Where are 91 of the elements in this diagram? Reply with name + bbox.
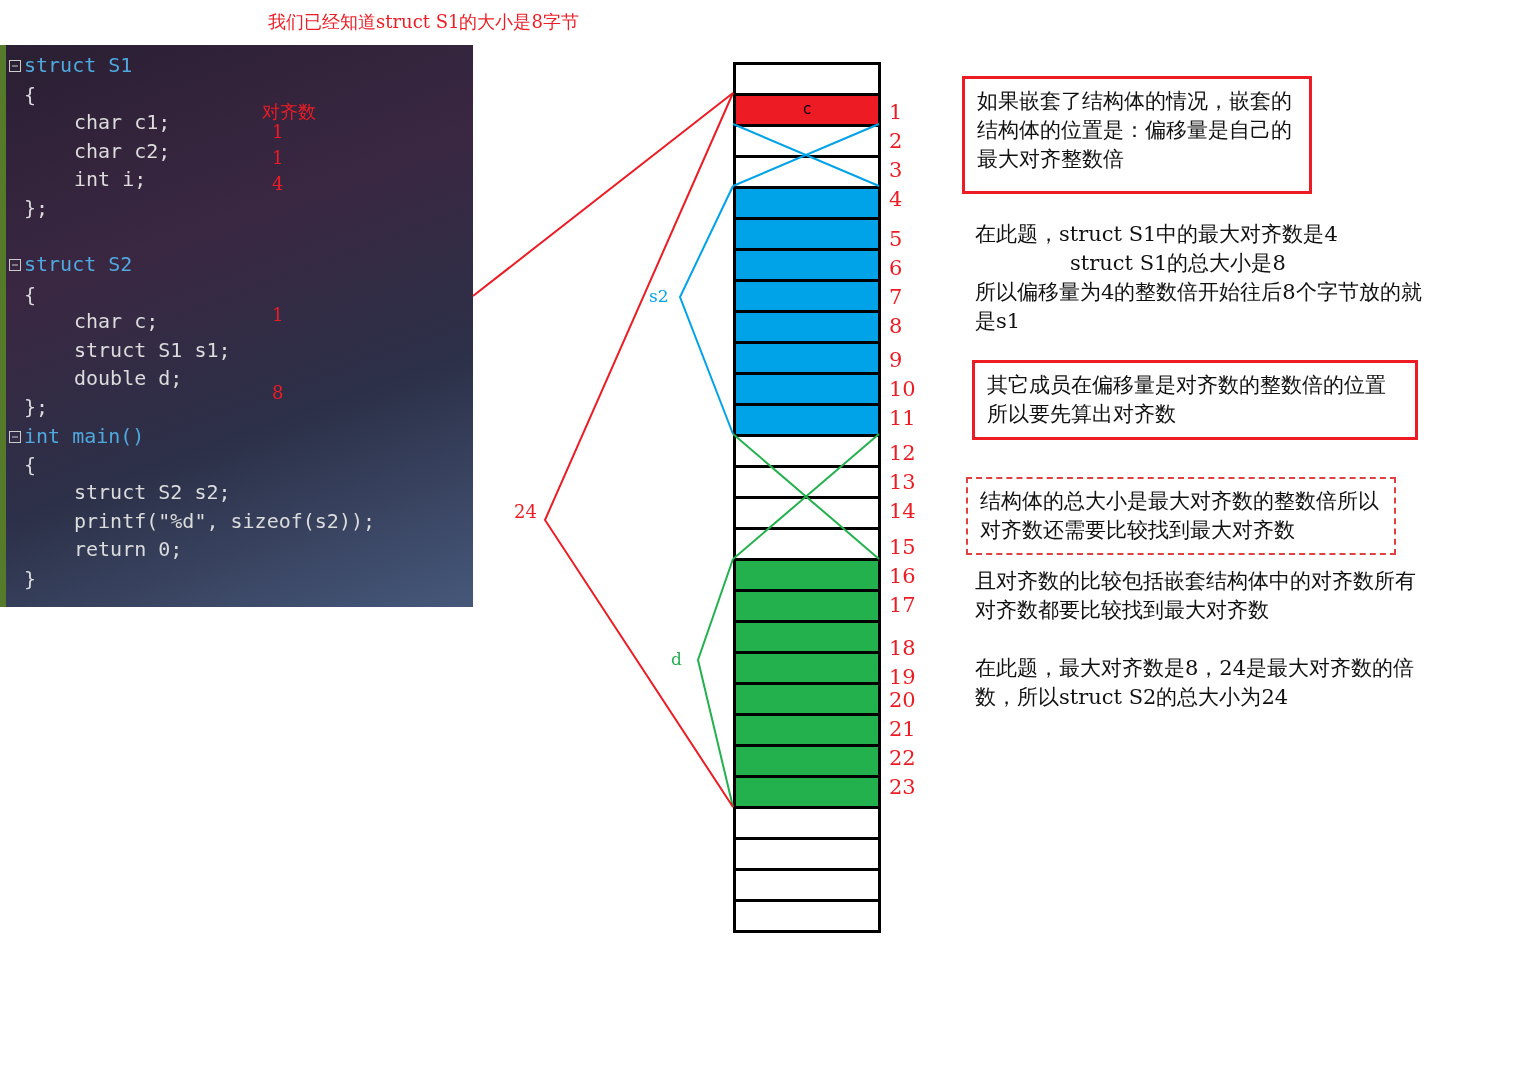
offset-number: 21 [889,717,916,741]
offset-number: 20 [889,688,916,712]
offset-number: 18 [889,636,916,660]
memory-cell [733,589,881,623]
memory-cell [733,527,881,561]
note-box [972,360,1418,440]
offset-number: 5 [889,227,903,251]
memory-cell [733,713,881,747]
memory-cell [733,403,881,437]
offset-number: 10 [889,377,916,401]
memory-cell [733,775,881,809]
offset-number: 2 [889,129,903,153]
offset-number: 16 [889,564,916,588]
note-text: 在此题，最大对齐数是8，24是最大对齐数的倍数，所以struct S2的总大小为24 [975,655,1415,711]
offset-number: 8 [889,314,903,338]
memory-cell [733,248,881,282]
memory-cell [733,620,881,654]
memory-cell [733,279,881,313]
offset-number: 4 [889,187,903,211]
code-line: double d; [74,366,183,390]
alignment-number: 1 [272,304,284,325]
alignment-number: 4 [272,173,284,194]
offset-number: 6 [889,256,903,280]
offset-number: 22 [889,746,916,770]
note-box [966,477,1396,555]
leader-line [472,92,734,297]
note-text: 如果嵌套了结构体的情况，嵌套的结构体的位置是：偏移量是自己的最大对齐整数倍 [977,88,1293,173]
note-text: struct S1的总大小是8 [1070,250,1286,277]
code-line: }; [24,196,49,220]
offset-number: 3 [889,158,903,182]
alignment-number: 1 [272,147,284,168]
column-heading: 对齐数 [262,100,316,124]
member-label: d [671,649,682,669]
memory-cell [733,93,881,127]
code-line: char c; [74,309,159,333]
alignment-number: 1 [272,121,284,142]
offset-number: 14 [889,499,916,523]
memory-cell [733,310,881,344]
memory-cell [733,682,881,716]
offset-number: 9 [889,348,903,372]
memory-cell [733,217,881,251]
note-text: 在此题，struct S1中的最大对齐数是4 [975,221,1338,248]
offset-number: 1 [889,100,903,124]
offset-number: 23 [889,775,916,799]
offset-number: 12 [889,441,916,465]
memory-cell [733,434,881,468]
code-line: int i; [74,167,147,191]
note-text: 且对齐数的比较包括嵌套结构体中的对齐数所有对齐数都要比较找到最大对齐数 [975,568,1417,624]
note-text: 其它成员在偏移量是对齐数的整数倍的位置所以要先算出对齐数 [987,372,1387,428]
code-line: return 0; [74,537,183,561]
memory-cell [733,62,881,96]
memory-cell [733,744,881,778]
note-text: 所以偏移量为4的整数倍开始往后8个字节放的就是s1 [975,279,1423,335]
memory-cell [733,372,881,406]
code-panel [0,45,473,607]
note-box [962,76,1312,194]
member-label: s2 [649,286,669,306]
code-line: int main() [24,424,145,448]
offset-number: 19 [889,665,916,689]
offset-number: 11 [889,406,916,430]
code-line: char c1; [74,110,171,134]
code-line: { [24,83,37,107]
memory-cell [733,496,881,530]
code-line: }; [24,395,49,419]
title: 我们已经知道struct S1的大小是8字节 [268,10,579,34]
offset-number: 15 [889,535,916,559]
offset-number: 17 [889,593,916,617]
code-line: struct S2 [24,252,133,276]
memory-cell [733,558,881,592]
code-line: printf("%d", sizeof(s2)); [74,509,376,533]
offset-number: 13 [889,470,916,494]
memory-cell [733,465,881,499]
code-line: struct S1 [24,53,133,77]
note-text: 结构体的总大小是最大对齐数的整数倍所以对齐数还需要比较找到最大对齐数 [980,488,1380,544]
memory-cell [733,341,881,375]
memory-cell [733,899,881,933]
code-line: struct S2 s2; [74,480,231,504]
code-line: char c2; [74,139,171,163]
code-line: { [24,283,37,307]
size-label: 24 [514,501,537,522]
memory-cell [733,837,881,871]
offset-number: 7 [889,285,903,309]
cell-label: c [801,100,813,118]
code-line: } [24,567,37,591]
memory-cell [733,868,881,902]
memory-cell [733,651,881,685]
memory-cell [733,806,881,840]
alignment-number: 8 [272,382,284,403]
memory-cell [733,186,881,220]
code-line: { [24,453,37,477]
code-line: struct S1 s1; [74,338,231,362]
